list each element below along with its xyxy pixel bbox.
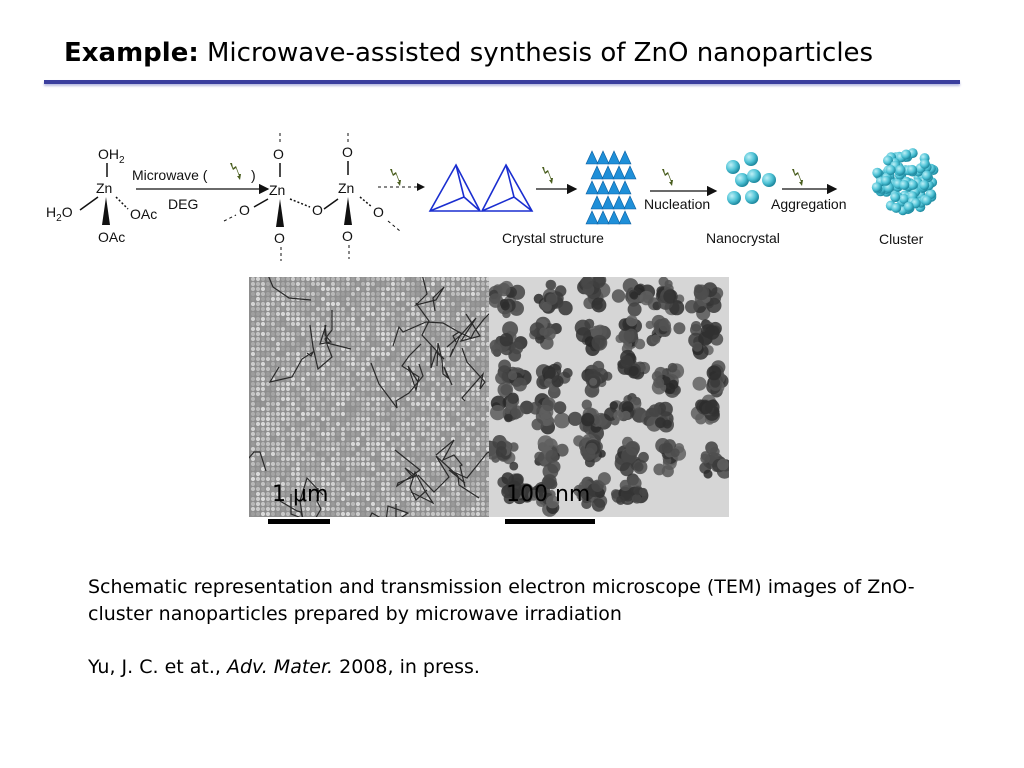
- o-label-4: O: [312, 202, 323, 218]
- reference-authors: Yu, J. C. et at.,: [88, 656, 227, 678]
- microwave-arrow: Microwave ( ) DEG: [132, 163, 270, 212]
- sem-scale-label: 1 μm: [272, 482, 329, 507]
- microwave-close: ): [251, 167, 256, 183]
- microwave-bolt-icon: [230, 163, 241, 180]
- bolt-icon-3: [662, 169, 673, 186]
- reference-journal: Adv. Mater.: [226, 656, 334, 678]
- microwave-label: Microwave (: [132, 167, 208, 183]
- crystal-structure-graphic: [585, 150, 637, 225]
- title-divider: [44, 80, 960, 84]
- sem-scale-bar: [268, 519, 330, 524]
- o-label-3: O: [274, 230, 285, 246]
- cluster-label: Cluster: [879, 231, 924, 247]
- tem-scale-label: 100 nm: [506, 482, 591, 507]
- oac-label-1: OAc: [130, 206, 157, 222]
- o-label-6: O: [342, 228, 353, 244]
- title-text: Microwave-assisted synthesis of ZnO nano…: [198, 38, 874, 68]
- bolt-icon-2: [542, 167, 553, 184]
- figure-caption: Schematic representation and transmissio…: [88, 576, 915, 625]
- o-label-7: O: [373, 204, 384, 220]
- zn-o-network: O Zn O O O O Zn O O: [223, 133, 401, 261]
- nucleation-label: Nucleation: [644, 196, 710, 212]
- zn-label-1: Zn: [96, 180, 112, 196]
- title-prefix: Example:: [64, 38, 199, 68]
- reference: Yu, J. C. et at., Adv. Mater. 2008, in p…: [88, 656, 480, 678]
- bolt-icon-1: [390, 169, 401, 186]
- oac-label-2: OAc: [98, 229, 125, 245]
- zn-label-3: Zn: [338, 180, 354, 196]
- o-label-5: O: [342, 144, 353, 160]
- tetrahedra-units: [428, 163, 534, 212]
- page-title: Example: Microwave-assisted synthesis of…: [64, 38, 873, 68]
- zinc-acetate-precursor: OH2 Zn H2O OAc OAc: [46, 146, 157, 245]
- o-label-1: O: [273, 146, 284, 162]
- aggregation-label: Aggregation: [771, 196, 847, 212]
- h2o-label: H2O: [46, 204, 73, 224]
- sem-micrograph: [249, 277, 489, 517]
- reaction-scheme: OH2 Zn H2O OAc OAc Microwave ( ) DEG O Z…: [46, 133, 939, 261]
- o-label-2: O: [239, 202, 250, 218]
- bolt-icon-4: [792, 169, 803, 186]
- cluster-graphic: [871, 148, 939, 216]
- oh2-label: OH2: [98, 146, 125, 166]
- tem-micrograph: [489, 277, 729, 517]
- nanocrystal-graphic: [726, 152, 776, 205]
- nanocrystal-label: Nanocrystal: [706, 230, 780, 246]
- tem-scale-bar: [505, 519, 595, 524]
- deg-label: DEG: [168, 196, 198, 212]
- zn-label-2: Zn: [269, 182, 285, 198]
- reference-rest: 2008, in press.: [333, 656, 480, 678]
- crystal-structure-label: Crystal structure: [502, 230, 604, 246]
